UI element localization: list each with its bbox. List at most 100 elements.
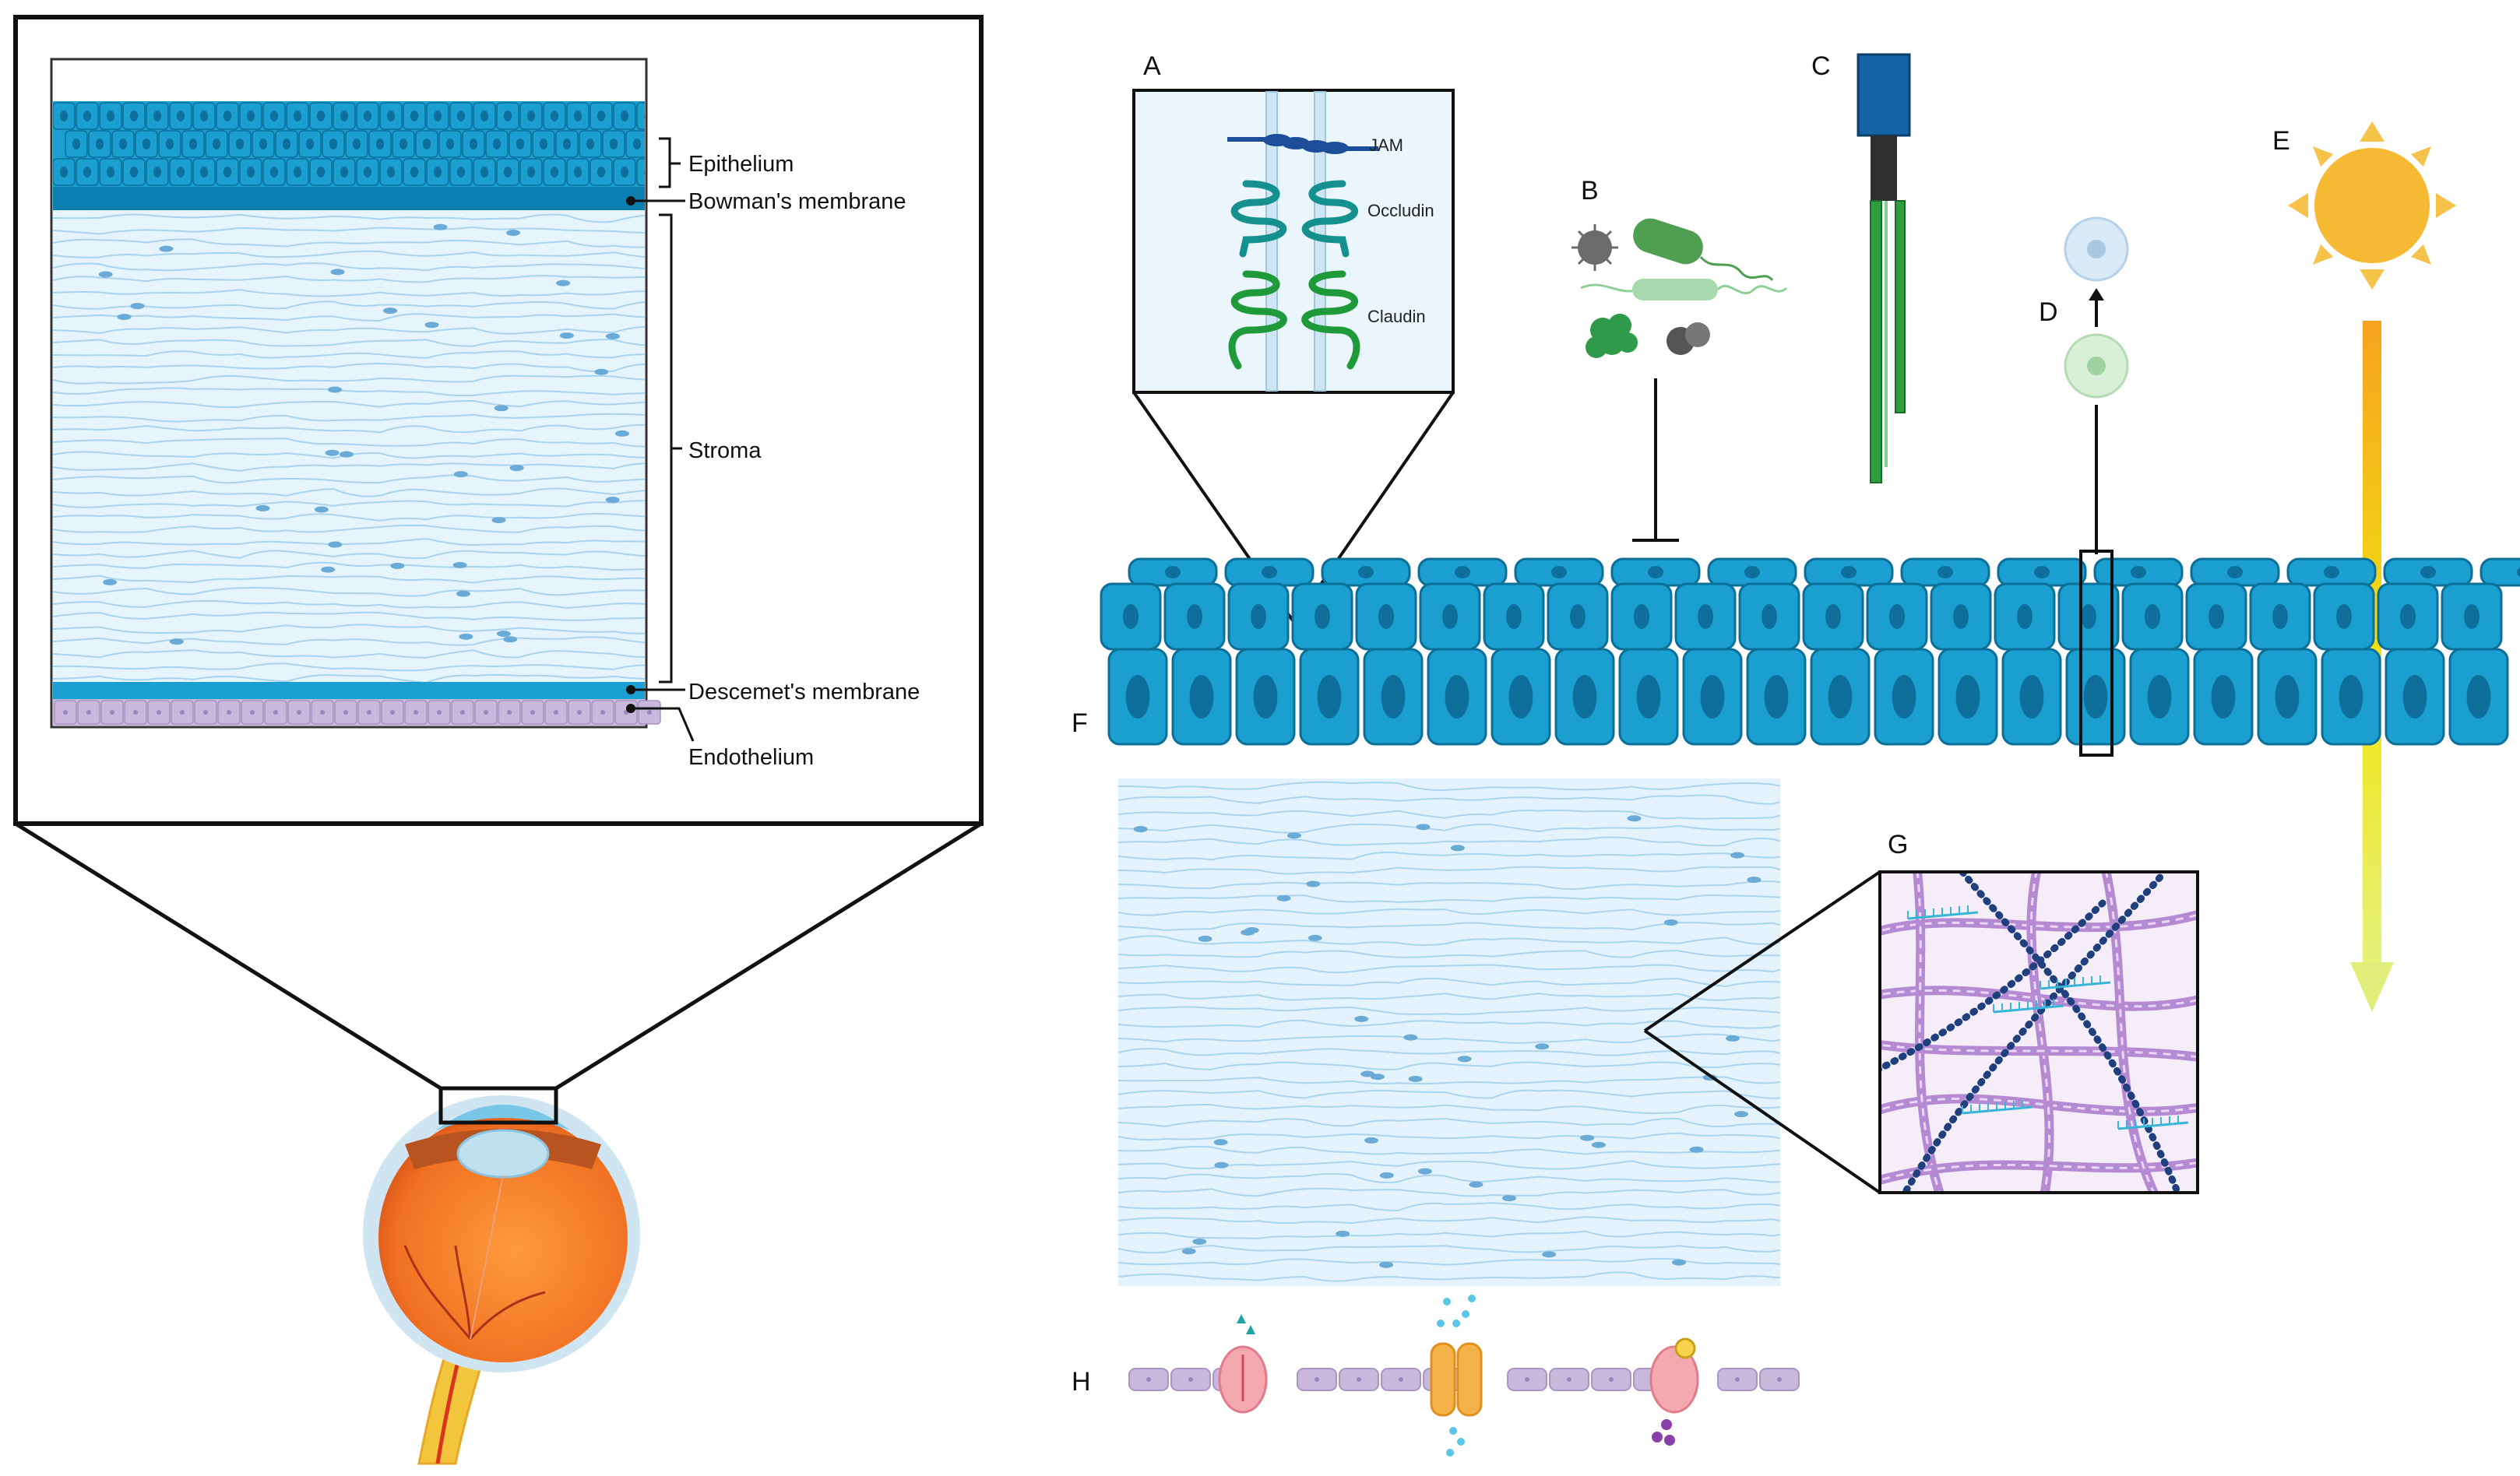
keratocyte (1730, 852, 1745, 859)
cell-nucleus (1700, 675, 1725, 719)
keratocyte (605, 332, 620, 339)
cell-nucleus (423, 139, 431, 149)
cell-nucleus (343, 710, 348, 715)
panel-b-pathogens (1571, 218, 1788, 542)
cell-nucleus (2131, 566, 2146, 578)
cell-nucleus (247, 167, 255, 177)
keratocyte (1627, 815, 1642, 822)
epithelium-bracket (659, 137, 681, 188)
label-stroma: Stroma (688, 438, 762, 463)
keratocyte (98, 271, 113, 278)
keratocyte (255, 504, 270, 511)
stroma-fiber (1118, 1216, 1780, 1225)
keratocyte (1214, 1161, 1229, 1168)
cell-nucleus (484, 710, 488, 715)
cell-nucleus (647, 710, 652, 715)
keratocyte (1502, 1195, 1517, 1202)
cell-nucleus (387, 111, 395, 121)
stroma-fiber (53, 350, 645, 359)
keratocyte (1379, 1172, 1394, 1179)
zoom-line-left (14, 821, 442, 1091)
cell-nucleus (1648, 566, 1663, 578)
epithelial-cell (636, 158, 645, 186)
proteoglycan-chain (1901, 872, 2169, 1193)
cell-nucleus (2019, 675, 2044, 719)
stroma-fiber (1118, 1271, 1780, 1282)
stroma-fiber (53, 624, 645, 634)
cell-nucleus (600, 710, 605, 715)
panel-d-cells (2064, 216, 2129, 554)
cell-nucleus (1636, 675, 1661, 719)
stroma-fiber (1118, 880, 1780, 890)
keratocyte (1663, 919, 1678, 926)
keratocyte (556, 279, 571, 286)
cell-nucleus (516, 139, 524, 149)
stroma-fiber (1118, 1047, 1780, 1056)
label-epithelium: Epithelium (688, 152, 794, 177)
cell-nucleus (457, 111, 465, 121)
cell-nucleus (270, 111, 278, 121)
cell-nucleus (1634, 604, 1649, 629)
keratocyte (1198, 935, 1212, 942)
stroma-fiber (53, 500, 645, 508)
cell-nucleus (110, 710, 114, 715)
left-cross-section: Epithelium Bowman's membrane Stroma Desc… (13, 15, 984, 1465)
keratocyte (1336, 1230, 1350, 1237)
cell-nucleus (157, 710, 161, 715)
cell-nucleus (259, 139, 267, 149)
keratocyte (509, 465, 524, 472)
cell-nucleus (2400, 604, 2416, 629)
bowman-pointer (626, 196, 685, 206)
proteoglycan-chain (1959, 872, 2182, 1193)
cell-nucleus (1825, 604, 1841, 629)
proteoglycan-chain (1880, 899, 2106, 1073)
cell-nucleus (2517, 567, 2520, 578)
eye-illustration (363, 1095, 640, 1465)
bacterium-icon (1633, 218, 1774, 282)
panel-c-electrode (1857, 53, 1911, 483)
stroma-fiber (53, 662, 645, 672)
keratocyte (494, 405, 509, 412)
keratocyte (1417, 1168, 1432, 1175)
stroma-fiber (53, 313, 645, 322)
cell-nucleus (437, 710, 442, 715)
cell-nucleus (644, 112, 645, 120)
cell-nucleus (189, 139, 197, 149)
cell-nucleus (143, 139, 150, 149)
keratocyte (330, 269, 345, 276)
cell-nucleus (364, 111, 371, 121)
panel-label-g: G (1888, 830, 1908, 859)
cell-nucleus (1841, 566, 1857, 578)
cell-nucleus (60, 167, 68, 177)
cell-nucleus (367, 710, 371, 715)
keratocyte (314, 506, 329, 513)
stroma-fiber (1118, 993, 1780, 1001)
cell-nucleus (2466, 675, 2491, 719)
keratocyte (169, 638, 184, 645)
stroma-layer (53, 210, 645, 682)
cell-nucleus (2272, 604, 2288, 629)
cell-nucleus (376, 139, 384, 149)
keratocyte (1747, 877, 1762, 884)
keratocyte (325, 449, 340, 456)
epithelium-highlight-box (2079, 550, 2113, 757)
cell-nucleus (60, 111, 68, 121)
keratocyte (506, 230, 521, 237)
descemet-pointer (626, 685, 685, 694)
cell-nucleus (530, 710, 535, 715)
virus-icon (1571, 224, 1618, 271)
stroma-fiber (53, 275, 645, 283)
cell-nucleus (1572, 675, 1597, 719)
keratocyte (1181, 1248, 1196, 1255)
cell-nucleus (320, 710, 325, 715)
cell-nucleus (1506, 604, 1522, 629)
stroma-fiber (53, 250, 645, 258)
cell-nucleus (410, 111, 418, 121)
keratocyte (1276, 894, 1291, 901)
keratocyte (383, 308, 398, 315)
stroma-fiber (53, 550, 645, 559)
cell-nucleus (1442, 604, 1458, 629)
cell-nucleus (340, 111, 348, 121)
keratocyte (491, 517, 506, 524)
cell-nucleus (434, 111, 442, 121)
